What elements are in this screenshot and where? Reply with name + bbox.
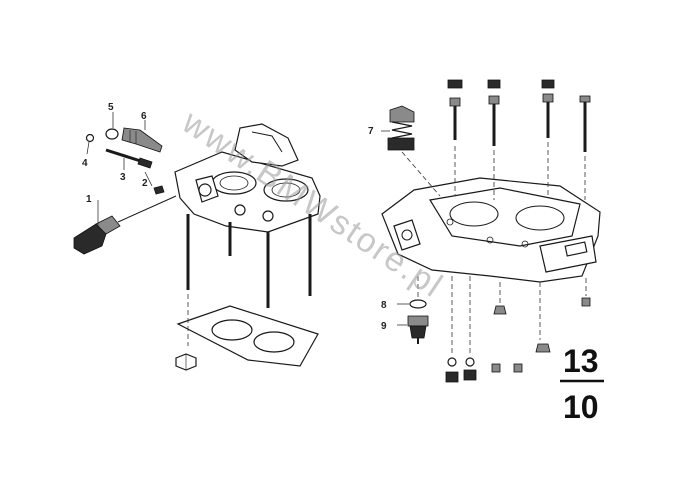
carburetor-housing [381, 177, 601, 283]
float-needle-valve [381, 105, 415, 151]
o-ring [105, 128, 119, 140]
callout-6: 6 [141, 111, 147, 122]
sealing-ring [85, 133, 95, 143]
callout-3: 3 [120, 172, 126, 183]
flange-gasket [176, 305, 319, 367]
group-number-top: 13 [563, 343, 599, 379]
callout-4: 4 [82, 158, 88, 169]
top-screw-set [447, 79, 591, 152]
callout-9: 9 [381, 321, 387, 332]
hex-nut [175, 353, 197, 371]
callout-7: 7 [368, 126, 374, 137]
group-number-bottom: 10 [563, 389, 599, 425]
callout-1: 1 [86, 194, 92, 205]
small-screw [153, 185, 165, 195]
cutoff-valve [73, 195, 177, 255]
group-number: 13 10 [560, 343, 604, 425]
callout-8: 8 [381, 300, 387, 311]
callout-2: 2 [142, 178, 148, 189]
bottom-fastener-set [445, 276, 591, 383]
temperature-switch [397, 315, 429, 344]
washer [397, 299, 427, 309]
idle-jet [121, 127, 163, 153]
carburetor-lower-body [174, 123, 321, 308]
idle-mixture-screw [105, 148, 153, 169]
callout-5: 5 [108, 102, 114, 113]
